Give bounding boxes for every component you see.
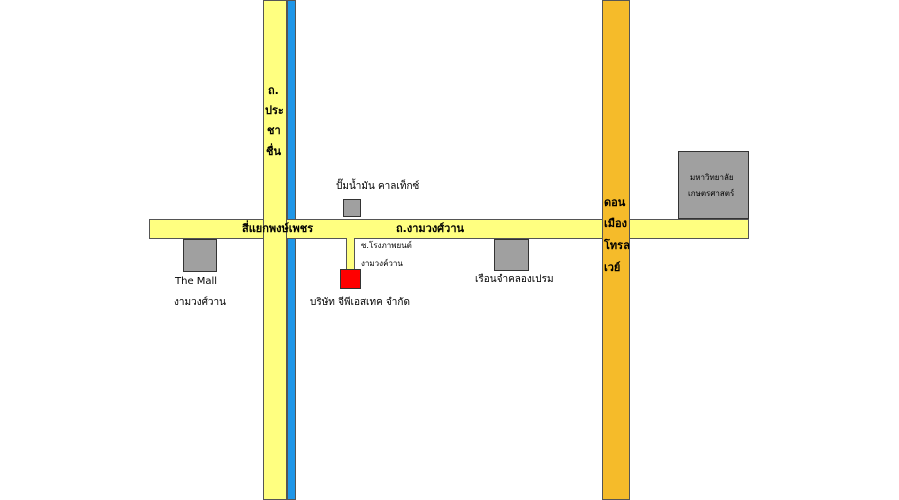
gas-station-marker (343, 199, 361, 217)
alley-label-line1: ซ.โรงภาพยนต์ (361, 241, 412, 250)
ngamwongwan-road (149, 219, 749, 239)
prison-label: เรือนจำคลองเปรม (475, 274, 554, 285)
intersection-label: สี่แยกพงษ์เพชร (242, 222, 314, 235)
tollway-label-line1: ดอน (604, 196, 626, 209)
canal (287, 0, 296, 500)
cinema-alley (346, 238, 355, 270)
tollway-label-line3: โทรล (604, 239, 630, 252)
company-label: บริษัท จีพีเอสเทค จำกัด (310, 297, 410, 308)
road-label-line4: ชื่น (266, 145, 281, 158)
prachachuen-road-crossing (263, 219, 287, 239)
road-label-line2: ประ (265, 104, 284, 117)
mall-label-line1: The Mall (175, 276, 218, 287)
road-label-line1: ถ. (268, 84, 279, 97)
university-label-line2: เกษตรศาสตร์ (688, 189, 735, 198)
company-marker (340, 269, 361, 289)
mall-label-line2: งามวงศ์วาน (174, 297, 227, 308)
alley-label-line2: งามวงค์วาน (361, 259, 403, 268)
university-marker (678, 151, 749, 219)
the-mall-marker (183, 239, 217, 272)
gas-station-label: ปั๊มน้ำมัน คาลเท็กซ์ (336, 181, 420, 192)
main-road-label: ถ.งามวงศ์วาน (396, 222, 465, 235)
road-label-line3: ชา (267, 124, 281, 137)
tollway-label-line2: เมือง (604, 217, 627, 230)
university-label-line1: มหาวิทยาลัย (690, 173, 734, 182)
prison-marker (494, 239, 529, 271)
prachachuen-road (263, 0, 287, 500)
tollway-label-line4: เวย์ (604, 261, 621, 274)
don-mueang-tollway (602, 0, 630, 500)
